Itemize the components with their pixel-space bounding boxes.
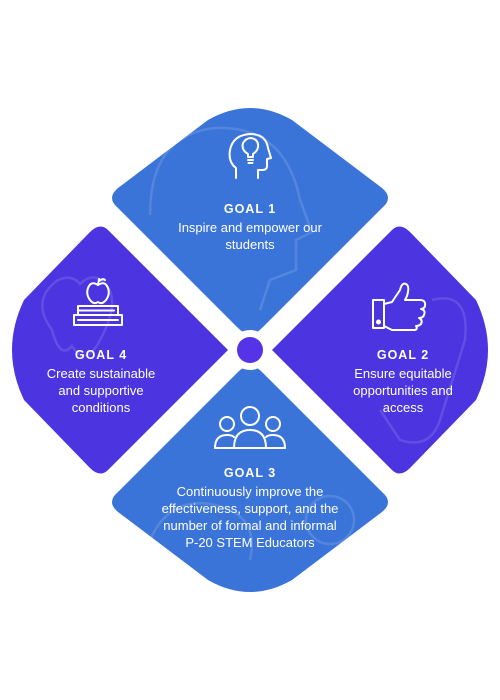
goal-4-text: GOAL 4 Create sustainable and supportive…: [26, 348, 176, 416]
goal-2-quadrant: [272, 226, 488, 474]
goal-1-description: Inspire and empower our students: [178, 220, 322, 252]
thumbs-up-icon: [372, 282, 427, 331]
goal-1-title: GOAL 1: [223, 202, 277, 216]
goal-1-quadrant: [112, 108, 388, 334]
background-line-art: [41, 126, 467, 561]
goal-2-title: GOAL 2: [376, 348, 430, 362]
goal-1-text: GOAL 1 Inspire and empower our students: [160, 202, 340, 253]
group-people-icon: [214, 406, 286, 449]
goal-2-description: Ensure equitable opportunities and acces…: [353, 366, 453, 415]
head-lightbulb-icon: [228, 133, 272, 179]
goal-3-text: GOAL 3 Continuously improve the effectiv…: [160, 466, 340, 551]
goal-3-title: GOAL 3: [223, 466, 277, 480]
goal-2-text: GOAL 2 Ensure equitable opportunities an…: [328, 348, 478, 416]
center-hub-dot: [237, 337, 263, 363]
goal-4-title: GOAL 4: [74, 348, 128, 362]
goal-4-quadrant: [12, 226, 228, 474]
apple-books-icon: [73, 278, 123, 326]
goal-4-description: Create sustainable and supportive condit…: [46, 366, 156, 415]
goal-3-description: Continuously improve the effectiveness, …: [161, 484, 339, 550]
goal-3-quadrant: [112, 366, 388, 592]
